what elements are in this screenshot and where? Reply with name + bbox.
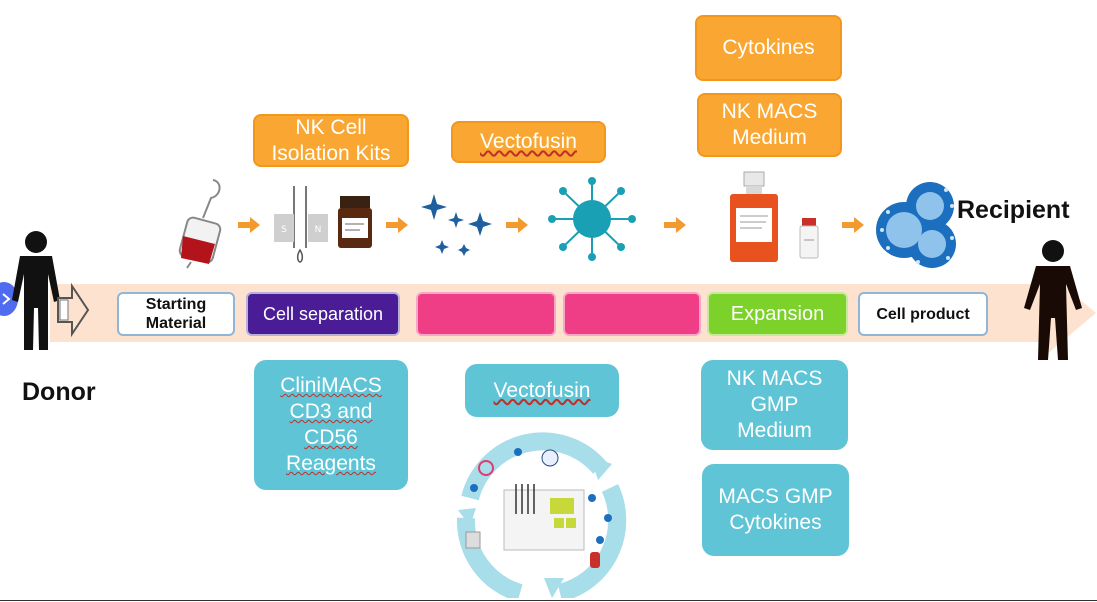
recipient-person-icon [1024, 240, 1082, 360]
nk-cells-icon [876, 182, 956, 268]
vectofusin-bottom-box: Vectofusin [465, 364, 619, 417]
step-cell-product: Cell product [858, 292, 988, 336]
flow-arrow-1-head [250, 217, 260, 233]
flow-arrow-3 [506, 222, 518, 228]
macs-gmp-cytokines-box: MACS GMP Cytokines [702, 464, 849, 556]
chevron-right-icon [2, 293, 11, 305]
nk-macs-medium-box: NK MACS Medium [697, 93, 842, 157]
donor-label: Donor [22, 378, 96, 406]
flow-arrow-5 [842, 222, 854, 228]
nk-cell-isolation-kits-box: NK Cell Isolation Kits [253, 114, 409, 167]
cycle-diagram-icon [456, 432, 627, 598]
flow-arrow-4 [664, 222, 676, 228]
vectofusin-top-label: Vectofusin [480, 130, 577, 153]
flow-arrow-5-head [854, 217, 864, 233]
flow-arrow-2-head [398, 217, 408, 233]
nk-macs-gmp-medium-box: NK MACS GMP Medium [701, 360, 848, 450]
culture-flask-icon [730, 171, 778, 262]
svg-text:S: S [281, 225, 287, 235]
step-expansion: Expansion [707, 292, 848, 336]
bottom-divider [0, 600, 1097, 601]
flow-arrow-3-head [518, 217, 528, 233]
donor-arrow-icon [57, 282, 90, 338]
flow-arrow-4-head [676, 217, 686, 233]
flow-arrow-2 [386, 222, 398, 228]
donor-person-icon [12, 231, 60, 350]
sparkles-icon [421, 194, 492, 256]
magnetic-separator-icon: S N [274, 186, 328, 263]
blood-bag-icon [178, 179, 222, 269]
clinimacs-reagents-box: CliniMACS CD3 and CD56 Reagents [254, 360, 408, 490]
svg-text:N: N [315, 225, 322, 235]
vial-icon [799, 218, 819, 259]
step-starting-material: Starting Material [117, 292, 235, 336]
clinimacs-reagents-label: CliniMACS CD3 and CD56 Reagents [280, 374, 382, 475]
vectofusin-bottom-label: Vectofusin [493, 378, 591, 402]
cytokines-box: Cytokines [695, 15, 842, 81]
vectofusin-top-box: Vectofusin [451, 121, 606, 163]
virus-icon [548, 177, 636, 261]
step-pink-1 [416, 292, 556, 336]
recipient-label: Recipient [957, 196, 1070, 224]
flow-arrow-1 [238, 222, 250, 228]
step-pink-2 [563, 292, 701, 336]
reagent-bottle-icon [338, 196, 372, 248]
step-cell-separation: Cell separation [246, 292, 400, 336]
